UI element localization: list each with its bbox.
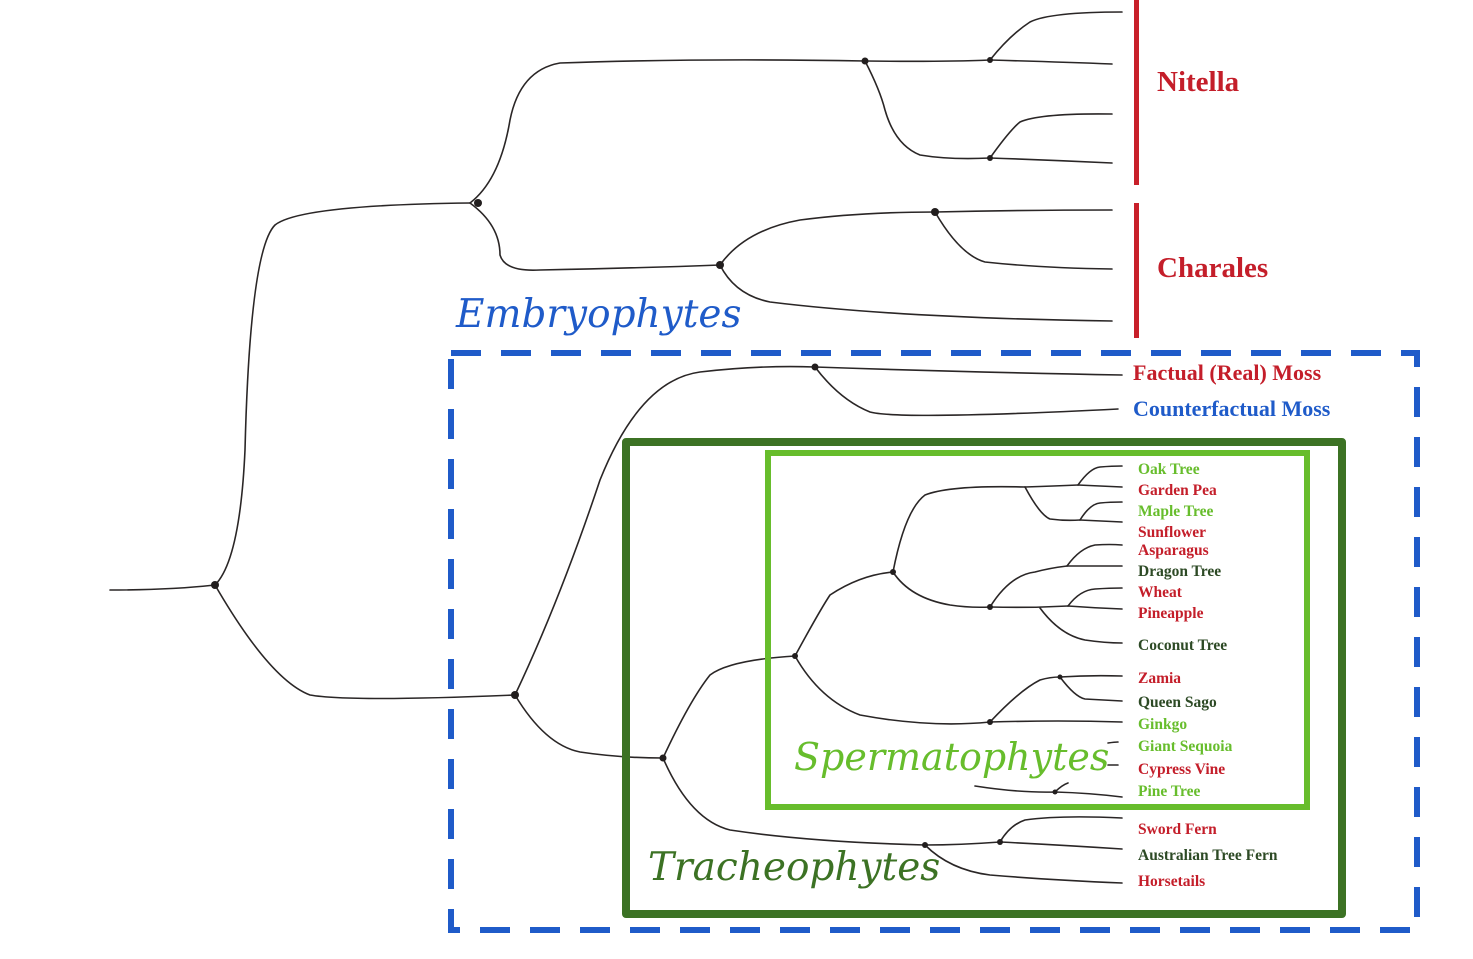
spermatophytes-box xyxy=(765,450,1310,810)
leaf-oak-tree: Oak Tree xyxy=(1138,461,1200,478)
leaf-sword-fern: Sword Fern xyxy=(1138,821,1217,838)
branch xyxy=(1059,676,1123,702)
leaf-asparagus: Asparagus xyxy=(1138,542,1209,559)
branch xyxy=(1079,519,1123,523)
branch xyxy=(934,211,1113,270)
tree-node xyxy=(987,604,993,610)
tracheophytes-label: Tracheophytes xyxy=(648,845,941,890)
branch xyxy=(1077,484,1123,488)
branch xyxy=(662,655,796,759)
leaf-zamia: Zamia xyxy=(1138,670,1182,687)
leaf-maple-tree: Maple Tree xyxy=(1138,503,1214,520)
branch xyxy=(1067,605,1123,610)
branch xyxy=(794,571,894,657)
branch xyxy=(1107,741,1119,744)
branch xyxy=(989,720,1123,723)
leaf-factual-moss: Factual (Real) Moss xyxy=(1133,360,1322,385)
tree-node xyxy=(659,754,667,762)
branch xyxy=(989,676,1061,723)
branch xyxy=(989,565,1068,608)
branch xyxy=(1024,486,1081,522)
branch xyxy=(934,209,1113,213)
branch xyxy=(989,605,1069,609)
leaf-australian-tree-fern: Australian Tree Fern xyxy=(1138,847,1278,864)
leaf-pine-tree: Pine Tree xyxy=(1138,783,1201,800)
tree-node xyxy=(931,208,939,216)
tree-node xyxy=(511,691,519,699)
branch xyxy=(109,584,216,591)
branch xyxy=(989,157,1113,164)
leaf-coconut-tree: Coconut Tree xyxy=(1138,637,1228,654)
tree-node xyxy=(811,363,819,371)
branch xyxy=(864,59,991,63)
tracheophytes-box xyxy=(622,438,1346,918)
leaf-cypress-vine: Cypress Vine xyxy=(1138,761,1226,778)
branch xyxy=(794,655,991,725)
embryophytes-box xyxy=(448,350,1420,933)
spermatophytes-label: Spermatophytes xyxy=(794,735,1110,779)
branch xyxy=(662,757,926,846)
branch xyxy=(892,571,991,609)
nitella-bracket xyxy=(1134,0,1139,185)
charales-label: Charales xyxy=(1157,252,1269,284)
tree-node xyxy=(792,653,798,659)
leaf-giant-sequoia: Giant Sequoia xyxy=(1138,738,1233,755)
branch xyxy=(989,113,1113,159)
branch xyxy=(814,366,1123,376)
branch xyxy=(1067,587,1123,607)
tree-node xyxy=(474,199,482,207)
branch xyxy=(1077,465,1123,486)
charales-bracket xyxy=(1134,203,1139,338)
branch xyxy=(999,841,1123,850)
branch xyxy=(719,264,1113,322)
branch xyxy=(1039,607,1123,644)
nitella-label: Nitella xyxy=(1157,66,1240,98)
leaf-garden-pea: Garden Pea xyxy=(1138,482,1217,499)
branch xyxy=(864,60,991,160)
branch xyxy=(1066,543,1123,567)
leaf-horsetails: Horsetails xyxy=(1138,873,1206,890)
branch xyxy=(469,59,866,204)
tree-node xyxy=(922,842,928,848)
branch xyxy=(1024,484,1079,488)
branch xyxy=(892,485,1026,573)
tree-node xyxy=(1052,789,1058,795)
leaf-counterfactual-moss: Counterfactual Moss xyxy=(1133,396,1331,421)
leaf-ginkgo: Ginkgo xyxy=(1138,716,1188,733)
branch xyxy=(989,11,1123,61)
branch xyxy=(924,841,1001,846)
tree-node xyxy=(716,261,724,269)
branch xyxy=(1079,501,1123,521)
branch xyxy=(814,366,1119,417)
leaf-pineapple: Pineapple xyxy=(1138,605,1204,622)
leaf-dragon-tree: Dragon Tree xyxy=(1138,563,1222,580)
tree-node xyxy=(987,57,993,63)
branch xyxy=(924,844,1123,884)
branch xyxy=(214,584,516,700)
branch xyxy=(999,816,1123,843)
leaf-wheat: Wheat xyxy=(1138,584,1182,601)
branch xyxy=(214,202,471,586)
tree-node xyxy=(997,839,1003,845)
tree-node xyxy=(211,581,219,589)
branch xyxy=(989,59,1113,65)
tree-node xyxy=(987,719,993,725)
branch xyxy=(469,202,721,272)
branch xyxy=(514,365,816,696)
branch xyxy=(1059,674,1123,678)
tree-node xyxy=(890,569,896,575)
embryophytes-label: Embryophytes xyxy=(456,292,742,337)
tree-node xyxy=(1057,674,1063,680)
branch xyxy=(719,211,936,266)
tree-node xyxy=(987,155,993,161)
branch xyxy=(514,694,664,759)
tree-node xyxy=(861,57,869,65)
leaf-sunflower: Sunflower xyxy=(1138,524,1207,541)
leaf-queen-sago: Queen Sago xyxy=(1138,694,1217,711)
